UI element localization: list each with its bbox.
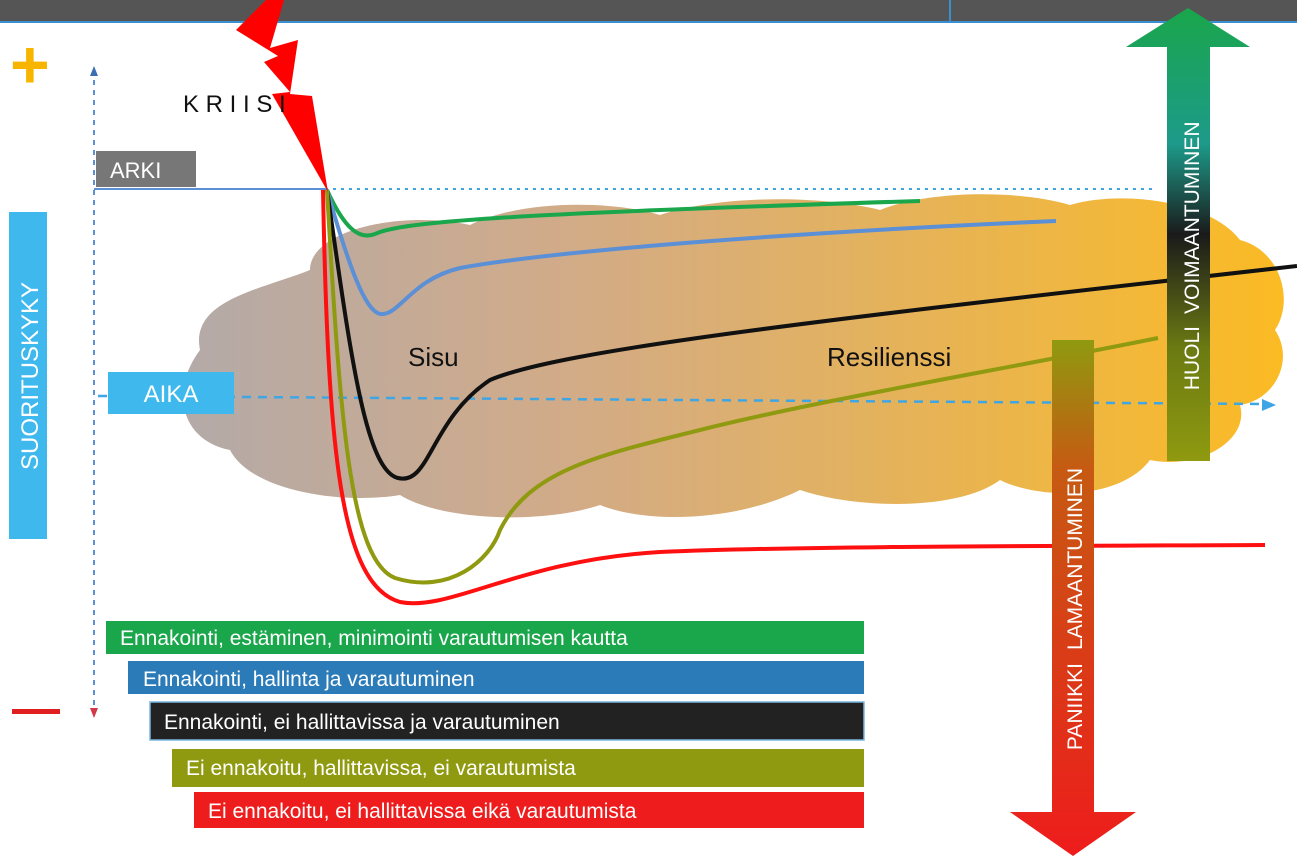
legend-item-olive: Ei ennakoitu, hallittavissa, ei varautum…	[172, 749, 864, 787]
curve-olive	[325, 189, 1159, 585]
resilienssi-label: Resilienssi	[827, 342, 951, 372]
legend-label-green: Ennakointi, estäminen, minimointi varaut…	[120, 627, 628, 650]
down-arrow-right-label: LAMAANTUMINEN	[1064, 468, 1087, 650]
cloud-shape	[183, 194, 1284, 518]
sisu-label: Sisu	[408, 342, 459, 372]
curve-blue	[325, 189, 1057, 317]
legend-item-blue: Ennakointi, hallinta ja varautuminen	[128, 661, 864, 694]
minus-sign	[12, 709, 60, 714]
curve-green	[325, 189, 921, 238]
legend-label-blue: Ennakointi, hallinta ja varautuminen	[143, 668, 475, 691]
aika-box	[108, 372, 234, 414]
x-axis-label: AIKA	[144, 381, 199, 408]
legend-item-green: Ennakointi, estäminen, minimointi varaut…	[106, 621, 864, 654]
curve-black	[325, 189, 1297, 481]
legend-label-red: Ei ennakoitu, ei hallittavissa eikä vara…	[208, 800, 637, 823]
legend-item-red: Ei ennakoitu, ei hallittavissa eikä vara…	[194, 792, 864, 828]
up-arrow-left-label: HUOLI	[1181, 326, 1204, 390]
legend-label-olive: Ei ennakoitu, hallittavissa, ei varautum…	[186, 757, 576, 780]
legend-label-black: Ennakointi, ei hallittavissa ja varautum…	[164, 711, 560, 734]
plus-sign: +	[10, 27, 50, 103]
x-axis	[97, 394, 1269, 406]
y-axis-arrow-up-icon	[90, 66, 98, 76]
legend-item-black: Ennakointi, ei hallittavissa ja varautum…	[149, 701, 865, 741]
up-arrow-right-label: VOIMAANTUMINEN	[1181, 121, 1204, 314]
y-axis-arrow-down-icon	[90, 708, 98, 718]
top-bar	[0, 0, 1297, 22]
crisis-title: K R I I S I	[183, 91, 286, 118]
down-arrow-left-label: PANIIKKI	[1064, 663, 1087, 750]
legend: Ennakointi, estäminen, minimointi varaut…	[106, 621, 865, 828]
y-label-box	[9, 212, 47, 539]
up-arrow: HUOLI VOIMAANTUMINEN	[1126, 8, 1250, 461]
down-arrow: PANIIKKI LAMAANTUMINEN	[1010, 340, 1136, 856]
y-axis-label: SUORITUSKYKY	[17, 282, 44, 470]
arki-box	[96, 151, 196, 187]
curve-red	[321, 189, 1266, 606]
lightning-icon	[236, 0, 328, 192]
x-axis-arrow-icon	[1262, 399, 1276, 411]
arki-label: ARKI	[110, 158, 161, 183]
